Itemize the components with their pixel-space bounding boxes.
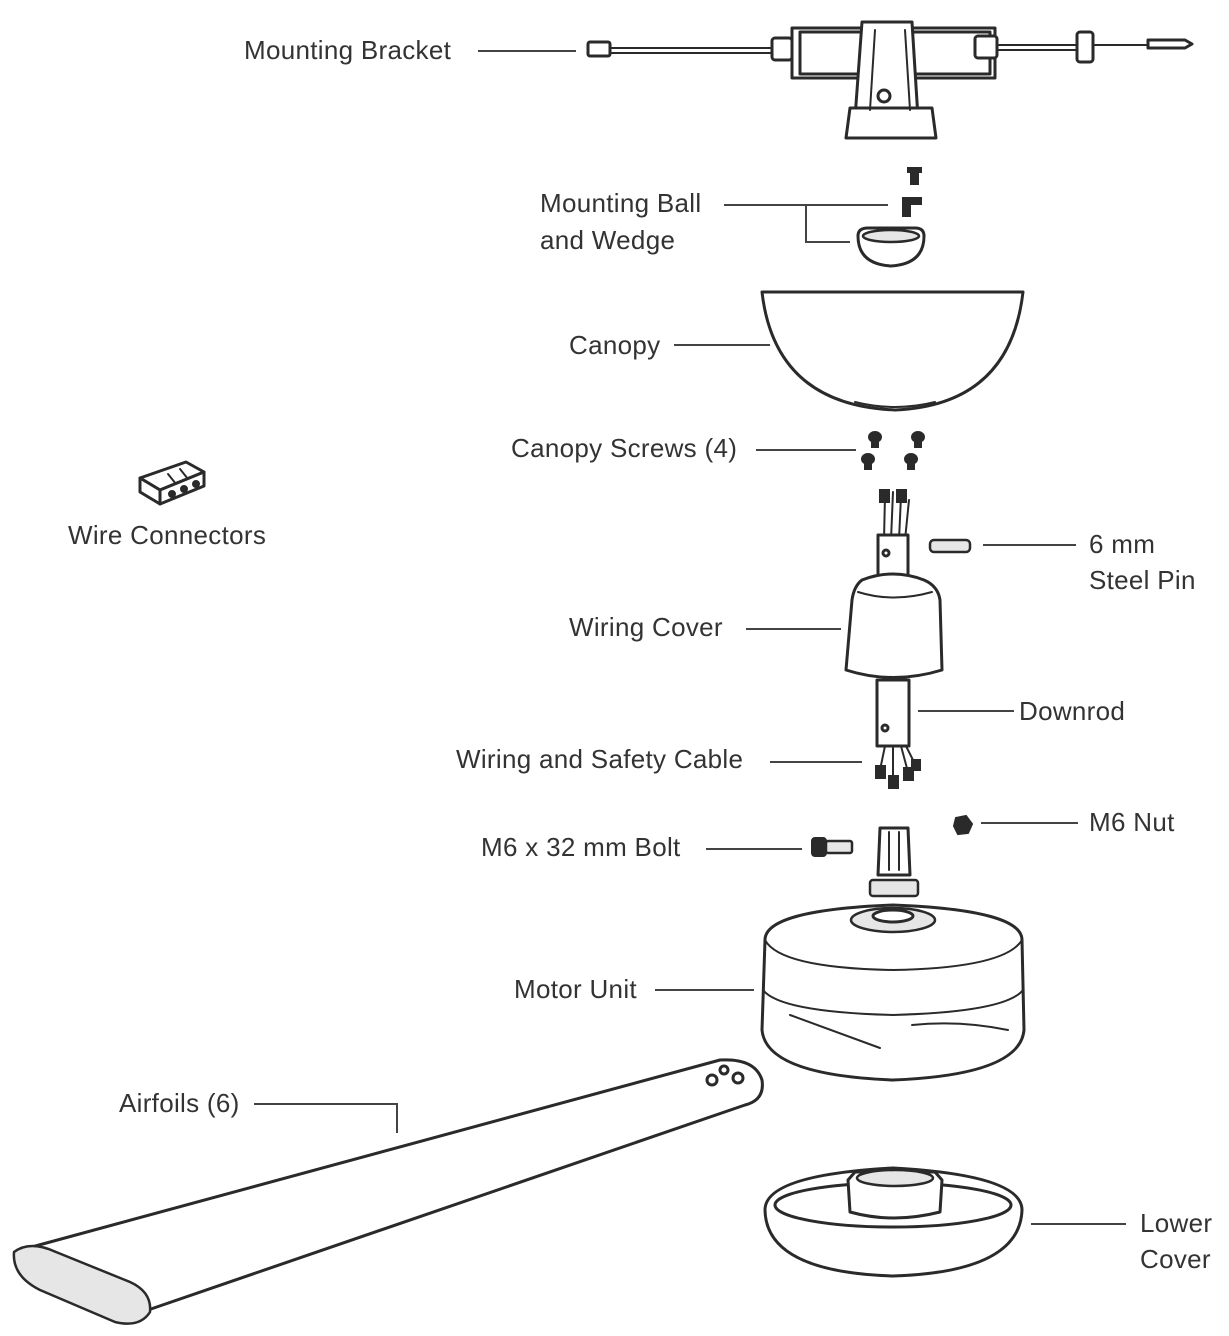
label-wiring-safety-cable: Wiring and Safety Cable bbox=[456, 744, 744, 774]
wire-connectors-part bbox=[138, 460, 206, 506]
airfoil-part bbox=[12, 1058, 764, 1325]
label-lower-cover-line1: Lower bbox=[1140, 1208, 1213, 1238]
label-wiring-cover: Wiring Cover bbox=[569, 612, 723, 642]
leader-lines bbox=[254, 50, 1126, 1225]
label-airfoils: Airfoils (6) bbox=[119, 1088, 240, 1118]
canopy-part bbox=[760, 290, 1025, 412]
m6-nut-part bbox=[952, 814, 974, 836]
label-steel-pin-line1: 6 mm bbox=[1089, 529, 1156, 559]
label-mounting-ball-line1: Mounting Ball bbox=[540, 188, 702, 218]
label-downrod: Downrod bbox=[1019, 696, 1126, 726]
steel-pin-part bbox=[928, 538, 972, 554]
label-wire-connectors: Wire Connectors bbox=[68, 520, 267, 550]
lower-cover-part bbox=[763, 1166, 1024, 1278]
wiring-cover-part bbox=[844, 489, 944, 679]
label-canopy: Canopy bbox=[569, 330, 661, 360]
mounting-bracket-part bbox=[586, 20, 1194, 140]
label-motor-unit: Motor Unit bbox=[514, 974, 637, 1004]
mounting-ball-part bbox=[856, 167, 926, 268]
label-m6-nut: M6 Nut bbox=[1089, 807, 1175, 837]
downrod-part bbox=[875, 678, 921, 789]
label-mounting-bracket: Mounting Bracket bbox=[244, 35, 452, 65]
label-mounting-ball-line2: and Wedge bbox=[540, 225, 676, 255]
motor-unit-part bbox=[760, 826, 1026, 1082]
bolt-part bbox=[811, 837, 854, 857]
canopy-screws-part bbox=[861, 431, 925, 470]
label-canopy-screws: Canopy Screws (4) bbox=[511, 433, 738, 463]
label-lower-cover-line2: Cover bbox=[1140, 1244, 1211, 1274]
label-bolt: M6 x 32 mm Bolt bbox=[481, 832, 681, 862]
label-steel-pin-line2: Steel Pin bbox=[1089, 565, 1196, 595]
